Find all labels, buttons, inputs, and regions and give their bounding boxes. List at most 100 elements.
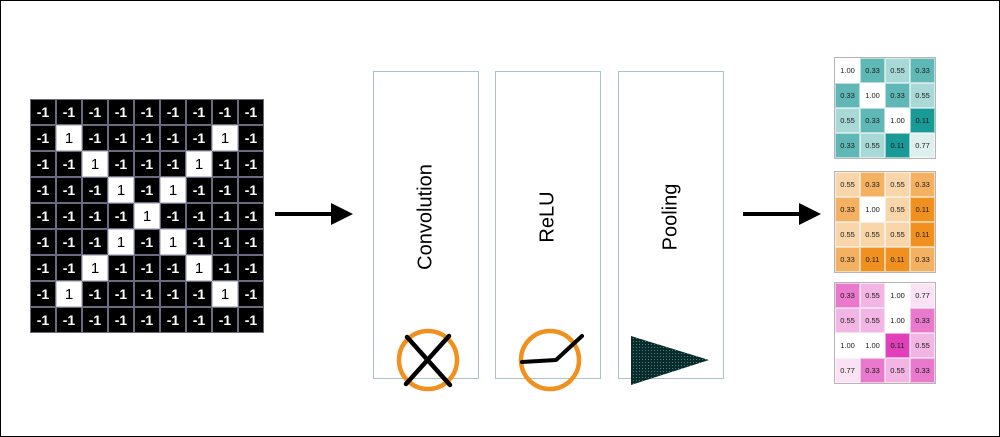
input-cell: -1 — [30, 177, 56, 203]
input-cell: -1 — [108, 255, 134, 281]
x-circle-icon — [396, 328, 460, 392]
input-cell: -1 — [82, 281, 108, 307]
output-cell: 0.33 — [910, 247, 935, 272]
arrow-to-outputs — [743, 203, 821, 225]
input-cell: -1 — [56, 229, 82, 255]
output-cell: 1.00 — [860, 197, 885, 222]
input-cell: -1 — [82, 99, 108, 125]
output-cell: 0.55 — [910, 333, 935, 358]
input-cell: -1 — [82, 307, 108, 333]
output-cell: 0.55 — [885, 222, 910, 247]
input-cell: -1 — [186, 177, 212, 203]
input-cell: -1 — [160, 203, 186, 229]
input-cell: 1 — [160, 177, 186, 203]
input-cell: -1 — [134, 307, 160, 333]
input-cell: -1 — [186, 99, 212, 125]
output-cell: 0.11 — [910, 222, 935, 247]
output-cell: 0.77 — [910, 283, 935, 308]
input-cell: -1 — [212, 151, 238, 177]
input-cell: 1 — [56, 281, 82, 307]
output-cell: 0.55 — [835, 172, 860, 197]
output-cell: 1.00 — [860, 83, 885, 108]
input-cell: -1 — [134, 151, 160, 177]
input-cell: -1 — [108, 151, 134, 177]
pooling-label: Pooling — [659, 183, 682, 251]
input-cell: -1 — [108, 125, 134, 151]
output-cell: 0.55 — [860, 283, 885, 308]
output-cell: 0.11 — [885, 133, 910, 158]
input-cell: -1 — [186, 203, 212, 229]
input-cell: -1 — [212, 255, 238, 281]
input-cell: 1 — [186, 151, 212, 177]
input-cell: -1 — [186, 307, 212, 333]
relu-curve-icon — [518, 328, 584, 392]
input-cell: -1 — [108, 281, 134, 307]
input-cell: -1 — [30, 229, 56, 255]
input-cell: -1 — [238, 307, 264, 333]
input-cell: -1 — [238, 229, 264, 255]
input-cell: 1 — [212, 125, 238, 151]
output-cell: 0.11 — [910, 108, 935, 133]
input-cell: -1 — [238, 281, 264, 307]
output-cell: 1.00 — [860, 333, 885, 358]
input-cell: -1 — [160, 125, 186, 151]
output-cell: 1.00 — [835, 58, 860, 83]
input-cell: -1 — [186, 281, 212, 307]
output-cell: 0.33 — [860, 58, 885, 83]
output-cell: 0.33 — [835, 83, 860, 108]
input-cell: -1 — [238, 125, 264, 151]
input-cell: -1 — [212, 177, 238, 203]
input-cell: -1 — [238, 99, 264, 125]
input-cell: -1 — [238, 255, 264, 281]
relu-box: ReLU — [495, 71, 601, 392]
output-cell: 0.55 — [885, 58, 910, 83]
input-cell: 1 — [56, 125, 82, 151]
input-cell: -1 — [186, 229, 212, 255]
output-cell: 0.33 — [860, 358, 885, 383]
output-cell: 0.55 — [835, 108, 860, 133]
input-cell: -1 — [134, 177, 160, 203]
input-cell: -1 — [82, 177, 108, 203]
input-cell: -1 — [108, 99, 134, 125]
input-cell: -1 — [30, 125, 56, 151]
input-cell: -1 — [30, 307, 56, 333]
input-cell: 1 — [82, 151, 108, 177]
output-cell: 0.55 — [885, 172, 910, 197]
output-cell: 0.33 — [835, 283, 860, 308]
input-cell: -1 — [82, 125, 108, 151]
pooling-box: Pooling — [618, 71, 724, 385]
output-cell: 1.00 — [835, 333, 860, 358]
output-cell: 0.55 — [885, 358, 910, 383]
input-cell: 1 — [108, 177, 134, 203]
input-cell: -1 — [160, 255, 186, 281]
output-cell: 0.11 — [910, 197, 935, 222]
input-cell: -1 — [56, 203, 82, 229]
input-cell: -1 — [30, 255, 56, 281]
input-cell: -1 — [108, 307, 134, 333]
input-cell: -1 — [134, 229, 160, 255]
input-cell: -1 — [212, 229, 238, 255]
output-cell: 0.33 — [835, 197, 860, 222]
input-cell: 1 — [212, 281, 238, 307]
input-cell: -1 — [82, 229, 108, 255]
output-cell: 0.33 — [910, 358, 935, 383]
input-cell: -1 — [186, 125, 212, 151]
input-cell: -1 — [238, 151, 264, 177]
output-cell: 0.55 — [835, 308, 860, 333]
input-cell: -1 — [56, 307, 82, 333]
output-cell: 0.11 — [885, 333, 910, 358]
output-cell: 1.00 — [885, 108, 910, 133]
output-cell: 0.11 — [860, 247, 885, 272]
output-cell: 0.33 — [835, 133, 860, 158]
input-cell: -1 — [238, 177, 264, 203]
output-cell: 0.77 — [910, 133, 935, 158]
arrow-to-convolution — [275, 203, 353, 225]
output-cell: 1.00 — [885, 283, 910, 308]
output-cell: 0.77 — [835, 358, 860, 383]
wedge-icon — [631, 336, 709, 385]
input-cell: -1 — [212, 99, 238, 125]
output-cell: 0.55 — [860, 308, 885, 333]
